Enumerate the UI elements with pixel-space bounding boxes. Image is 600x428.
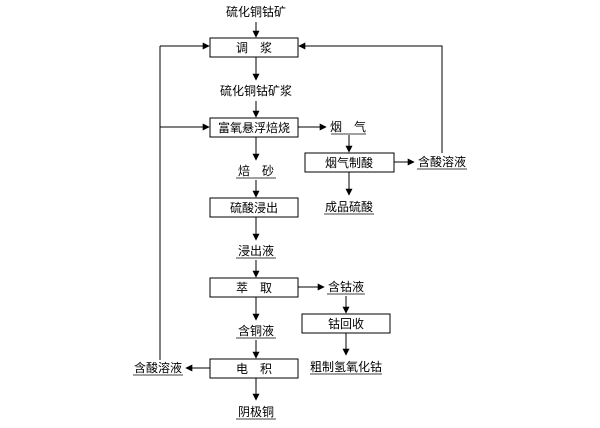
leaching-label: 硫酸浸出	[230, 200, 278, 215]
acid-making-label: 烟气制酸	[325, 155, 373, 170]
electrowinning-label: 电 积	[236, 362, 272, 376]
pulping-label: 调 浆	[236, 40, 272, 55]
cathode-copper-label: 阴极铜	[238, 404, 274, 419]
ore-slurry-label: 硫化铜钴矿浆	[220, 83, 292, 98]
copper-solution-label: 含铜液	[238, 323, 274, 338]
roasting-label: 富氧悬浮焙烧	[218, 120, 290, 135]
cobalt-recovery-label: 钴回收	[328, 316, 364, 331]
input-ore-label: 硫化铜钴矿	[226, 4, 286, 19]
extraction-label: 萃 取	[236, 281, 272, 295]
pulping-box	[209, 37, 299, 58]
calcine-label: 焙 砂	[238, 163, 274, 178]
product-acid-label: 成品硫酸	[325, 199, 373, 214]
crude-cobalt-hydroxide-label: 粗制氢氧化钴	[310, 359, 382, 374]
flue-gas-label: 烟 气	[330, 119, 366, 134]
leaching-box	[209, 197, 299, 218]
leachate-label: 浸出液	[238, 243, 274, 258]
recycle-acid-to-pulping	[298, 42, 443, 153]
acid-solution-bottom-label: 含酸溶液	[134, 360, 182, 375]
recycle-acid-to-roasting	[159, 123, 210, 360]
acid-solution-top-label: 含酸溶液	[418, 154, 466, 169]
cobalt-solution-label: 含钴液	[328, 279, 364, 294]
